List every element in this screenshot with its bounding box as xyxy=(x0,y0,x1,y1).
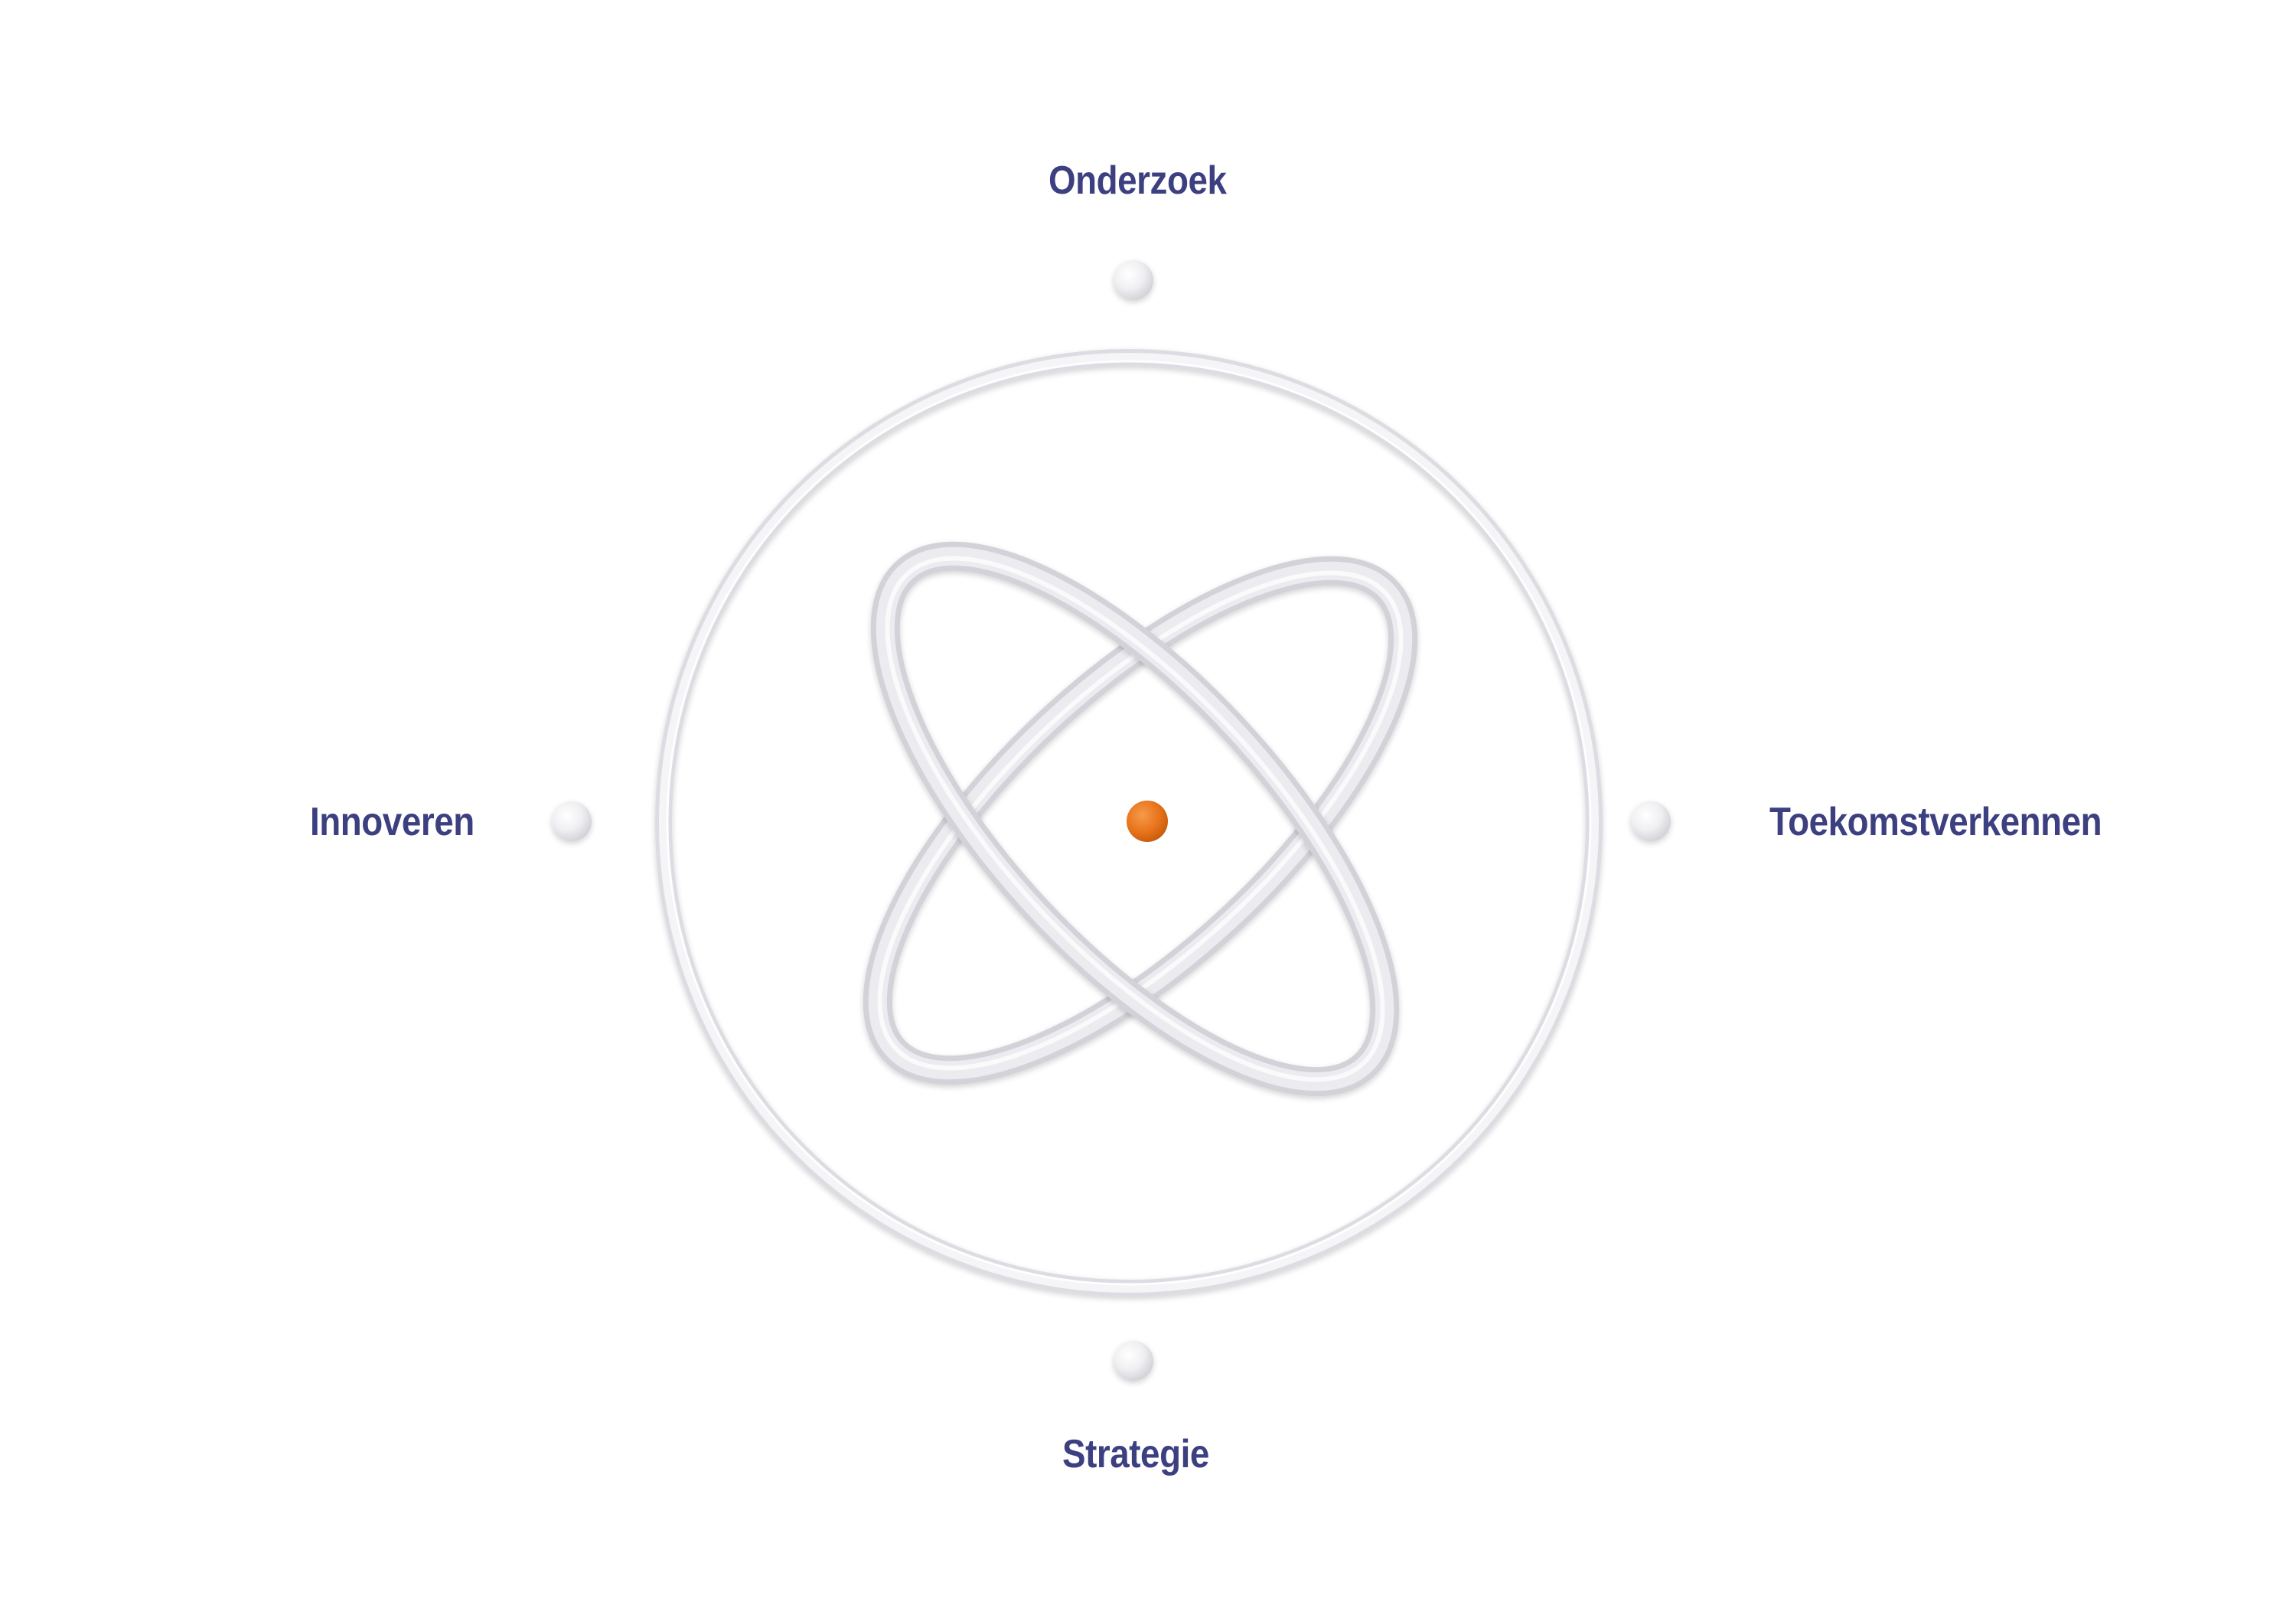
label-innoveren: Innoveren xyxy=(310,800,475,844)
bottom-node xyxy=(1114,1341,1153,1381)
label-toekomstverkennen: Toekomstverkennen xyxy=(1769,800,2102,844)
label-onderzoek: Onderzoek xyxy=(1049,158,1227,203)
orbit-ring-1 xyxy=(863,556,1418,1085)
right-node xyxy=(1631,801,1671,841)
label-strategie: Strategie xyxy=(1062,1432,1209,1476)
top-node xyxy=(1114,260,1153,300)
outer-ring xyxy=(655,349,1603,1297)
center-dot xyxy=(1127,801,1168,842)
orbit-ring-2 xyxy=(870,541,1400,1097)
left-node xyxy=(552,801,592,841)
